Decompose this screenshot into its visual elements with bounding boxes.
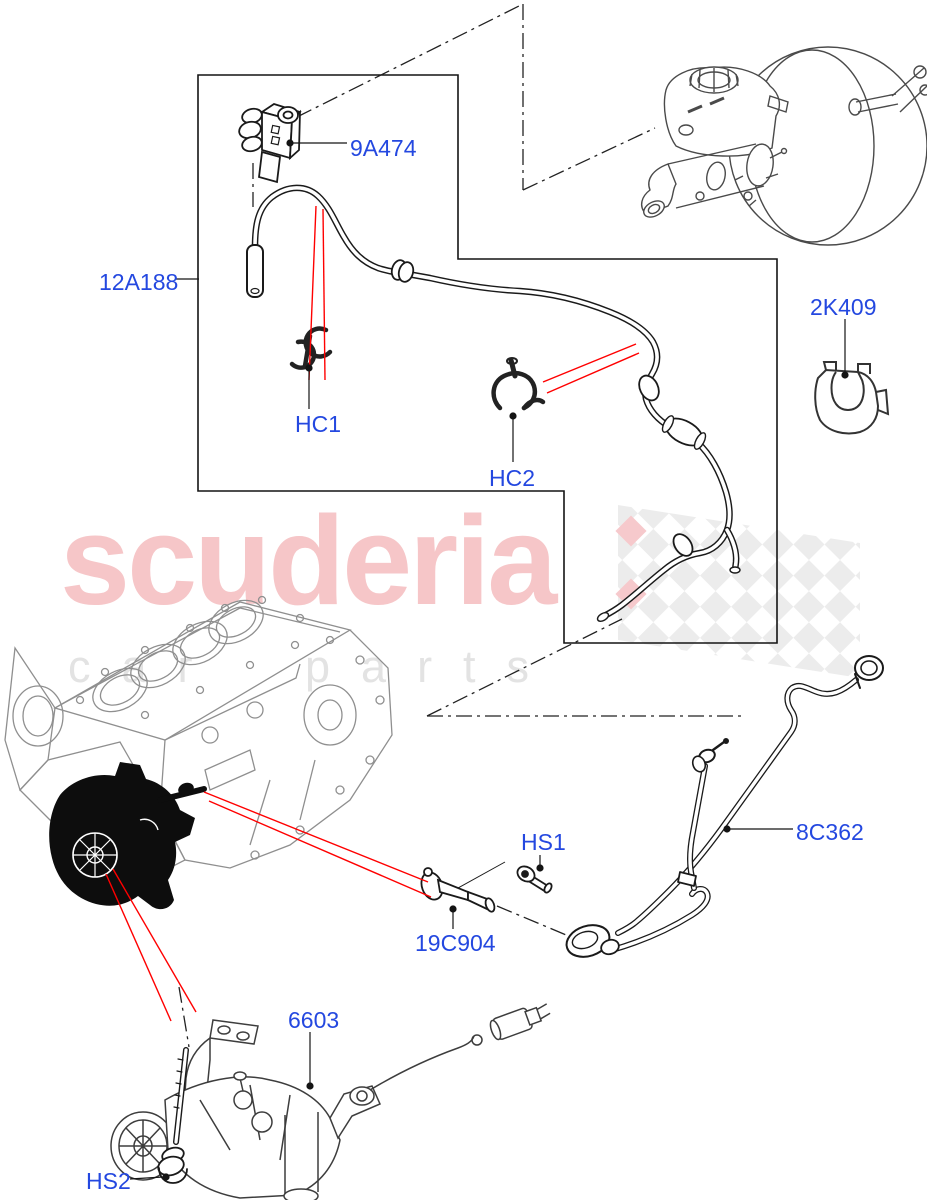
bolt-hs2-drawing bbox=[157, 1047, 189, 1184]
part-label-8c362[interactable]: 8C362 bbox=[796, 819, 864, 845]
brake-booster-drawing bbox=[640, 46, 927, 246]
part-label-6603[interactable]: 6603 bbox=[288, 1007, 340, 1033]
construction-lines bbox=[178, 3, 741, 1048]
part-label-hs2[interactable]: HS2 bbox=[86, 1168, 131, 1194]
label-leader-lines bbox=[129, 139, 849, 1181]
vacuum-tube-8c362-drawing bbox=[565, 655, 884, 958]
red-callout-lines bbox=[105, 205, 640, 1022]
hose-clip-hc2-drawing bbox=[491, 357, 546, 411]
part-label-9a474[interactable]: 9A474 bbox=[350, 135, 417, 161]
sensor-19c904-drawing bbox=[420, 861, 506, 913]
part-label-hc2[interactable]: HC2 bbox=[489, 465, 536, 491]
part-label-19c904[interactable]: 19C904 bbox=[415, 930, 496, 956]
hose-clip-hc1-drawing bbox=[289, 326, 333, 370]
map-sensor-9a474-drawing bbox=[238, 103, 302, 184]
part-label-hs1[interactable]: HS1 bbox=[521, 829, 566, 855]
part-label-hc1[interactable]: HC1 bbox=[295, 411, 342, 437]
bolt-hs1-drawing bbox=[516, 865, 553, 894]
vacuum-pump-on-block-drawing bbox=[49, 762, 207, 910]
assembly-box-outline bbox=[197, 74, 778, 644]
vacuum-tube-12a188-drawing bbox=[246, 184, 741, 622]
cap-2k409-drawing bbox=[814, 361, 890, 435]
watermark-brand-text: scuderia bbox=[60, 490, 557, 631]
oil-pump-6603-drawing bbox=[110, 1003, 551, 1200]
part-label-2k409[interactable]: 2K409 bbox=[810, 294, 877, 320]
part-label-12a188[interactable]: 12A188 bbox=[99, 269, 179, 295]
watermark-checkered-flag bbox=[615, 505, 860, 678]
